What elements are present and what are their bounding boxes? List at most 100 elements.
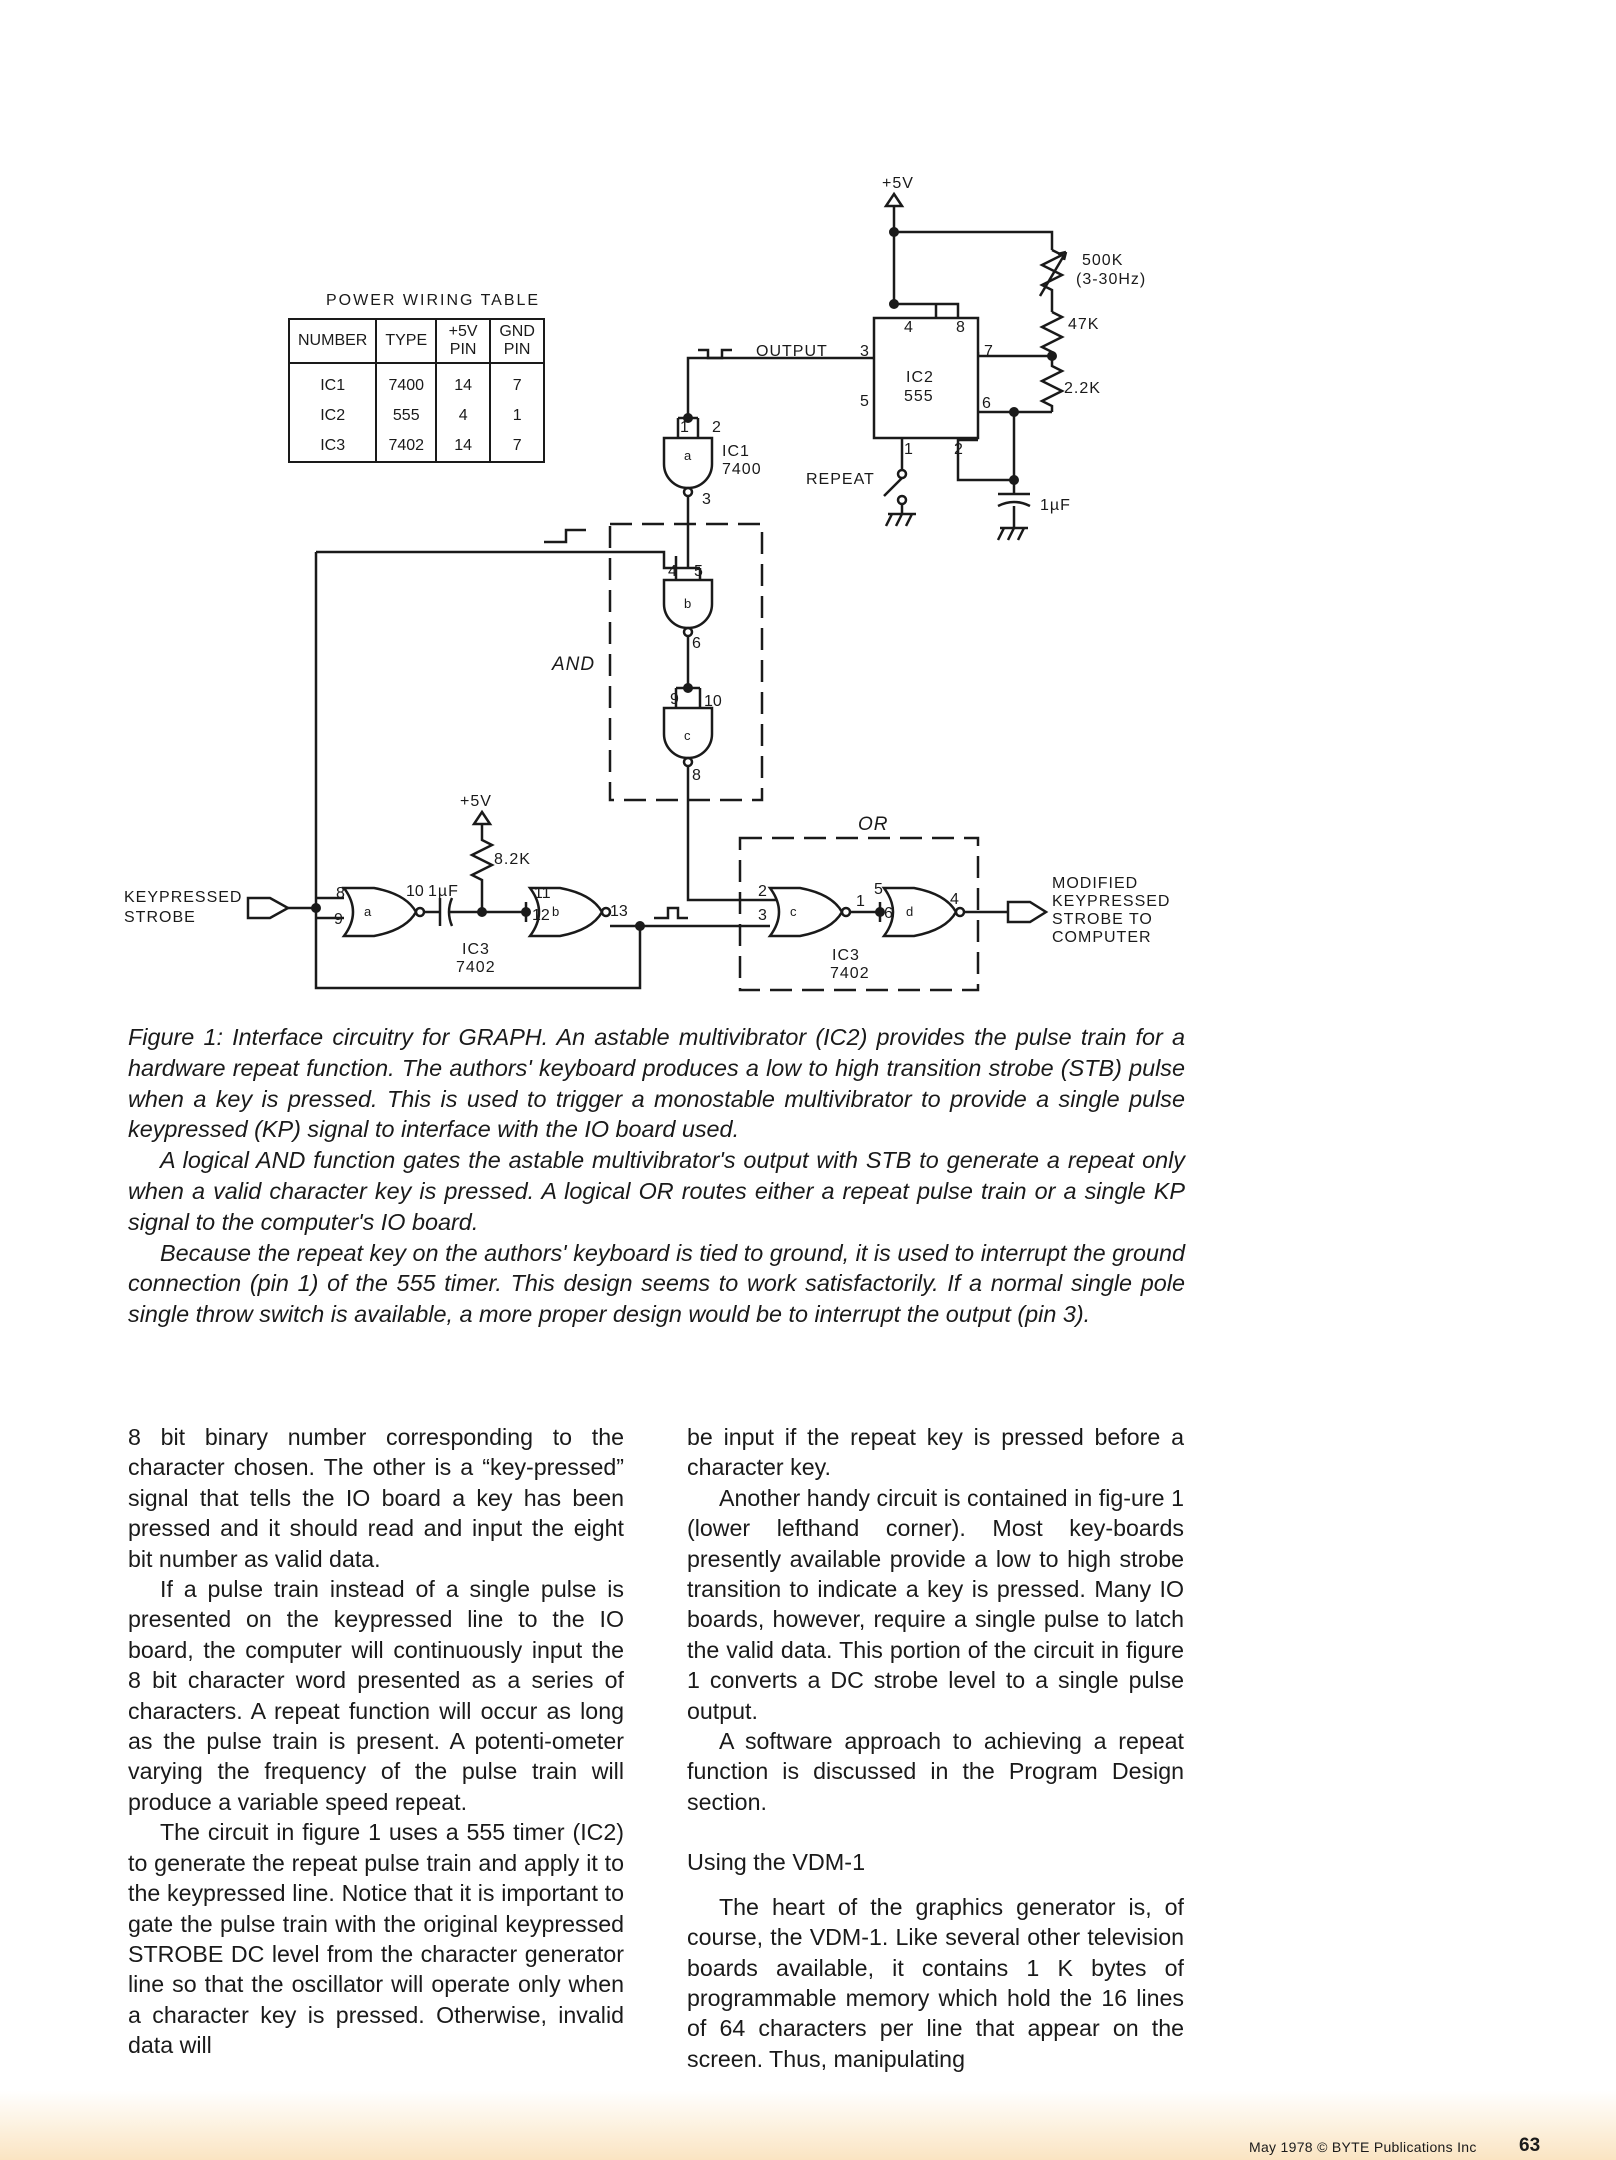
section-heading: Using the VDM-1: [687, 1849, 866, 1876]
ic3-pin1: 1: [856, 893, 865, 910]
ic1-pin10: 10: [704, 693, 722, 710]
table-cell: 14: [435, 431, 492, 463]
body-paragraph: be input if the repeat key is pressed be…: [687, 1424, 1184, 1481]
ic2-pin5: 5: [860, 393, 869, 410]
pot-value: 500K: [1082, 252, 1123, 269]
table-row: IC2 555 4 1: [287, 401, 546, 431]
table-cell: IC3: [287, 431, 378, 463]
table-header: NUMBER: [287, 318, 378, 364]
ic3-name: IC3: [462, 941, 490, 958]
ic3-pin9: 9: [334, 911, 343, 928]
ic2-pin4: 4: [904, 319, 913, 336]
ic3-pin11: 11: [534, 885, 551, 902]
gate-ic1c-label: c: [684, 728, 691, 743]
modified-line4: COMPUTER: [1052, 929, 1152, 946]
body-paragraph: The circuit in figure 1 uses a 555 timer…: [128, 1819, 624, 2059]
gate-ic3b-nor: [527, 886, 604, 938]
table-cell: IC2: [287, 401, 378, 431]
ic2-555-chip: [872, 316, 980, 440]
table-header: TYPE: [375, 318, 438, 364]
ic3-pin12: 12: [532, 907, 550, 924]
ic1-type: 7400: [722, 461, 762, 478]
ic1-pin1: 1: [680, 419, 689, 436]
ic3b-type: 7402: [830, 965, 870, 982]
ic3-type: 7402: [456, 959, 496, 976]
modified-line2: KEYPRESSED: [1052, 893, 1170, 910]
ic1-pin2: 2: [712, 419, 721, 436]
page-footer: May 1978 © BYTE Publications Inc: [1249, 2139, 1477, 2155]
repeat-label: REPEAT: [806, 471, 875, 488]
ic3-pin8: 8: [336, 885, 345, 902]
table-cell: 555: [375, 401, 438, 431]
power-wiring-table: NUMBER TYPE +5V PIN GND PIN IC1 7400 14 …: [287, 318, 546, 463]
table-cell: IC1: [287, 363, 378, 401]
gate-ic3c-nor: [767, 886, 844, 938]
keypressed-label: KEYPRESSED: [124, 889, 242, 906]
gate-ic1a-nand: [662, 436, 714, 490]
table-cell: 4: [435, 401, 492, 431]
table-cell: 7402: [375, 431, 438, 463]
ic3b-name: IC3: [832, 947, 860, 964]
page-edge-stain: [0, 2090, 1616, 2160]
or-label: OR: [858, 814, 889, 835]
table-cell: 7: [489, 431, 546, 463]
ic3-pin10: 10: [406, 883, 424, 900]
ic1-pin4: 4: [668, 563, 677, 580]
body-paragraph: Another handy circuit is contained in fi…: [687, 1484, 1184, 1724]
cap-1uf-left-label: 1µF: [428, 883, 459, 900]
ic1-pin8: 8: [692, 767, 701, 784]
gate-ic1a-label: a: [684, 448, 692, 463]
table-cell: 7: [489, 363, 546, 401]
pot-range: (3-30Hz): [1076, 271, 1146, 288]
ic3-pin2: 2: [758, 883, 767, 900]
gate-ic3d-nor: [881, 886, 958, 938]
ic2-pin7: 7: [984, 343, 993, 360]
ic3-pin6: 6: [884, 905, 893, 922]
caption-paragraph: Figure 1: Interface circuitry for GRAPH.…: [128, 1024, 1185, 1143]
body-column-right: be input if the repeat key is pressed be…: [687, 1422, 1184, 2074]
table-header: +5V PIN: [435, 318, 492, 364]
schematic-figure-1: +5V 500K (3-30Hz) 47K 2.2K 1µF 4 8 7 3 5…: [124, 175, 1170, 992]
or-block-outline: [738, 836, 980, 992]
table-cell: 14: [435, 363, 492, 401]
body-paragraph: A software approach to achieving a repea…: [687, 1728, 1184, 1815]
ic1-pin5: 5: [694, 563, 703, 580]
r22k-label: 2.2K: [1064, 380, 1101, 397]
ic3-pin4: 4: [950, 891, 959, 908]
and-block-outline: [608, 522, 764, 802]
caption-paragraph: Because the repeat key on the authors' k…: [128, 1239, 1185, 1328]
vcc-left-label: +5V: [460, 793, 492, 810]
body-column-left: 8 bit binary number corresponding to the…: [128, 1422, 624, 2061]
ic1-name: IC1: [722, 443, 750, 460]
gate-ic3d-label: d: [906, 904, 913, 919]
gate-ic1b-label: b: [684, 596, 691, 611]
gate-ic3b-label: b: [552, 904, 559, 919]
body-paragraph: The heart of the graphics generator is, …: [687, 1893, 1184, 2072]
table-cell: 7400: [375, 363, 438, 401]
strobe-input-connector: [246, 896, 291, 920]
ic3-pin5: 5: [874, 881, 883, 898]
table-row: IC3 7402 14 7: [287, 431, 546, 463]
and-label: AND: [551, 654, 595, 675]
ic2-pin3: 3: [860, 343, 869, 360]
ic2-pin1: 1: [904, 441, 913, 458]
body-paragraph: 8 bit binary number corresponding to the…: [128, 1424, 624, 1572]
modified-line3: STROBE TO: [1052, 911, 1153, 928]
table-cell: 1: [489, 401, 546, 431]
table-row: IC1 7400 14 7: [287, 363, 546, 401]
ic1-pin6: 6: [692, 635, 701, 652]
table-header: GND PIN: [489, 318, 546, 364]
ic1-pin3: 3: [702, 491, 711, 508]
gate-ic3a-nor: [341, 886, 418, 938]
ic2-type: 555: [904, 388, 934, 405]
vcc-top-label: +5V: [882, 175, 914, 192]
ic2-pin8: 8: [956, 319, 965, 336]
strobe-label: STROBE: [124, 909, 196, 926]
r82k-label: 8.2K: [494, 851, 531, 868]
body-paragraph: If a pulse train instead of a single pul…: [128, 1576, 624, 1815]
r47k-label: 47K: [1068, 316, 1099, 333]
ic3-pin3: 3: [758, 907, 767, 924]
modified-line1: MODIFIED: [1052, 875, 1138, 892]
power-table-title: POWER WIRING TABLE: [326, 292, 541, 309]
page-number: 63: [1519, 2135, 1541, 2156]
